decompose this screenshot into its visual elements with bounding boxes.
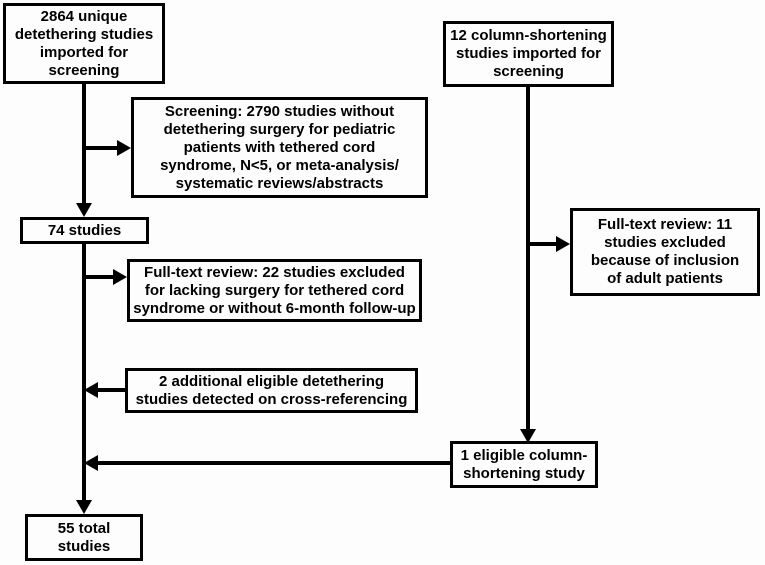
arrow-left-icon [84,455,98,471]
detethering-flow-line-upper [82,84,86,203]
arrow-left-icon [84,382,98,398]
fulltext-11-branch-line [528,242,556,246]
column-shortening-flow-line [526,87,530,429]
box-eligible-column-shortening: 1 eligible column- shortening study [450,441,598,488]
screening-branch-line [84,146,117,150]
box-column-shortening-imported: 12 column-shortening studies imported fo… [443,21,614,87]
fulltext-22-branch-line [84,275,113,279]
box-74-studies: 74 studies [20,217,149,244]
arrow-right-icon [556,236,570,252]
box-fulltext-22-exclusion: Full-text review: 22 studies excluded fo… [127,259,422,322]
arrow-down-icon [520,429,536,443]
arrow-down-icon [76,203,92,217]
box-55-total-studies: 55 total studies [25,514,143,561]
arrow-right-icon [113,269,127,285]
arrow-down-icon [76,500,92,514]
box-detethering-imported: 2864 unique detethering studies imported… [3,3,165,84]
box-fulltext-11-exclusion: Full-text review: 11 studies excluded be… [570,208,760,296]
eligible-study-merge-line [98,461,450,465]
box-screening-exclusion: Screening: 2790 studies without detether… [131,97,428,198]
box-cross-referencing: 2 additional eligible detethering studie… [125,368,418,413]
cross-referencing-merge-line [98,388,125,392]
detethering-flow-line-lower [82,243,86,500]
arrow-right-icon [117,140,131,156]
